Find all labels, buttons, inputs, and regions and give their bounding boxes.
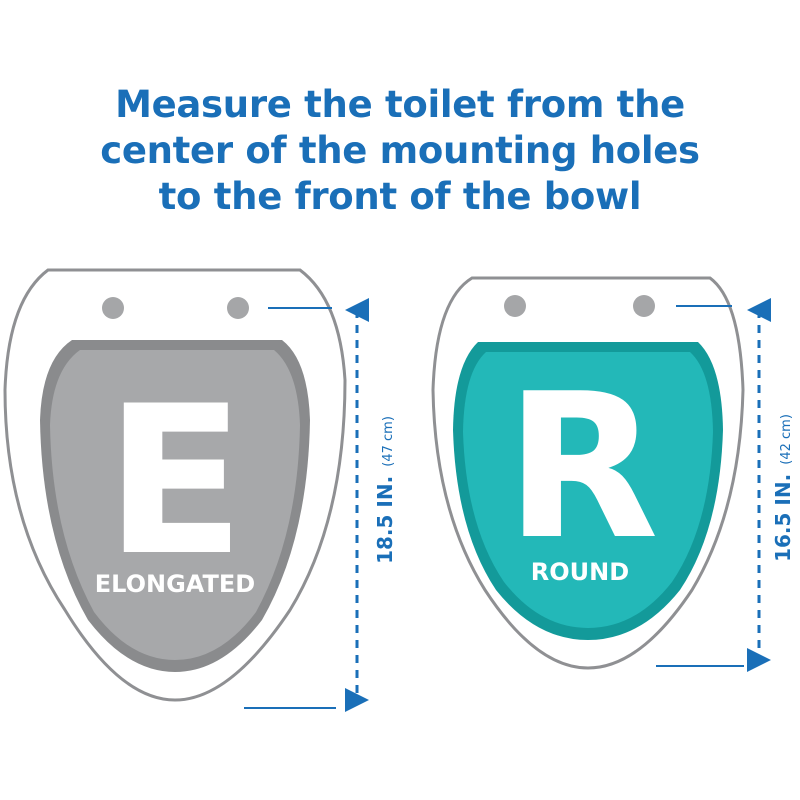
elongated-letter: E xyxy=(105,363,245,601)
elongated-measurement-metric: (47 cm) xyxy=(381,416,396,467)
elongated-measurement: 18.5 IN. (47 cm) xyxy=(244,298,397,712)
elongated-label: ELONGATED xyxy=(95,570,255,598)
elongated-measurement-main: 18.5 IN. xyxy=(373,476,397,564)
round-hole-right xyxy=(633,295,655,317)
elongated-hole-right xyxy=(227,297,249,319)
headline-line-1: Measure the toilet from the xyxy=(115,83,685,126)
headline-line-3: to the front of the bowl xyxy=(158,175,642,218)
round-measurement-metric: (42 cm) xyxy=(779,414,794,465)
elongated-measurement-label: 18.5 IN. (47 cm) xyxy=(373,416,397,564)
round-letter: R xyxy=(505,351,659,584)
round-seat-icon: R ROUND xyxy=(431,276,745,670)
round-hole-left xyxy=(504,295,526,317)
round-label: ROUND xyxy=(531,558,629,586)
round-measurement-label: 16.5 IN. (42 cm) xyxy=(771,414,795,562)
elongated-lid xyxy=(50,350,300,660)
round-measurement: 16.5 IN. (42 cm) xyxy=(656,298,795,672)
elongated-seat-icon: E ELONGATED xyxy=(3,268,347,702)
round-measurement-main: 16.5 IN. xyxy=(771,474,795,562)
headline-line-2: center of the mounting holes xyxy=(100,129,700,172)
headline: Measure the toilet from the center of th… xyxy=(0,82,800,220)
round-lid xyxy=(463,352,713,628)
elongated-hole-left xyxy=(102,297,124,319)
